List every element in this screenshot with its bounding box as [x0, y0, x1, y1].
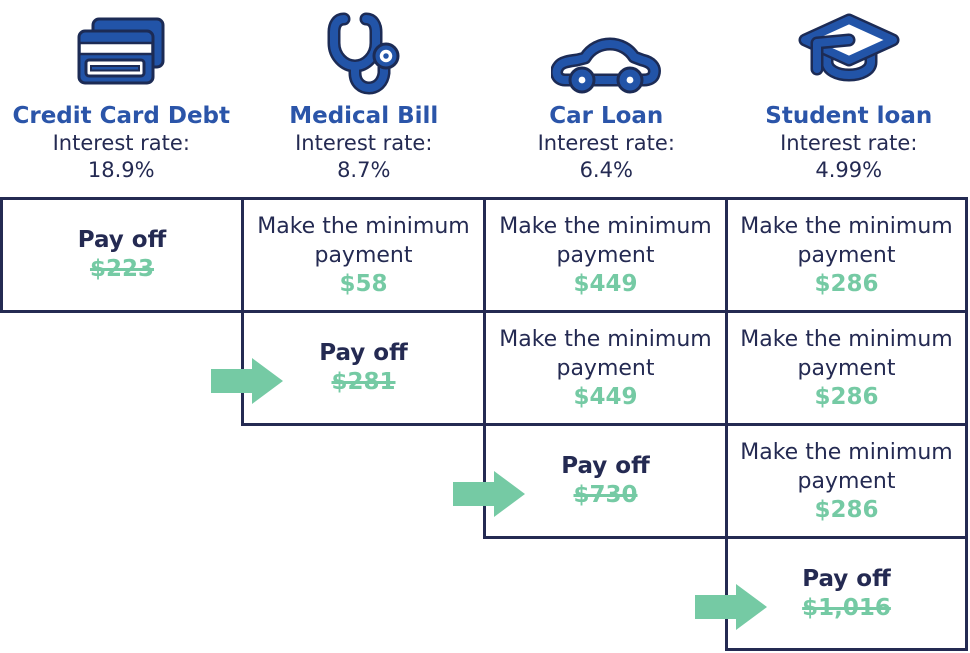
cell-action-label: Make the minimum payment	[740, 326, 953, 381]
cell-amount: $449	[573, 383, 638, 410]
table-cell-r1-c4: Make the minimum payment $286	[728, 200, 965, 310]
car-icon	[551, 0, 662, 98]
cell-amount: $286	[814, 270, 879, 297]
grid-line	[0, 197, 3, 313]
cell-amount: $730	[573, 482, 638, 508]
cell-amount: $449	[573, 270, 638, 297]
debt-column-header-4: Student loan Interest rate: 4.99%	[728, 0, 970, 197]
cell-amount: $281	[331, 369, 396, 395]
cell-amount: $223	[89, 256, 154, 282]
credit-card-icon	[71, 0, 171, 98]
interest-rate-label: Interest rate:	[780, 131, 918, 155]
cell-action-label: Make the minimum payment	[740, 213, 953, 268]
graduation-cap-icon	[797, 0, 901, 98]
grid-line	[483, 197, 486, 539]
cell-action-label: Make the minimum payment	[257, 213, 470, 268]
debt-title: Car Loan	[549, 103, 664, 129]
cell-amount: $286	[814, 496, 879, 523]
table-cell-r1-c2: Make the minimum payment $58	[244, 200, 483, 310]
interest-rate-value: 4.99%	[815, 158, 883, 182]
table-cell-r2-c2: Pay off $281	[244, 313, 483, 423]
interest-rate-value: 6.4%	[579, 158, 633, 182]
cell-amount: $58	[339, 270, 388, 297]
table-cell-r3-c4: Make the minimum payment $286	[728, 426, 965, 536]
grid-line	[241, 197, 244, 426]
stethoscope-icon	[314, 0, 414, 98]
table-cell-r3-c3: Pay off $730	[486, 426, 725, 536]
table-cell-r2-c4: Make the minimum payment $286	[728, 313, 965, 423]
cell-amount: $1,016	[802, 594, 891, 621]
grid-line	[965, 197, 968, 651]
debt-column-header-3: Car Loan Interest rate: 6.4%	[485, 0, 728, 197]
debt-title: Student loan	[765, 103, 933, 129]
cell-action-label: Pay off	[802, 565, 891, 592]
cell-action-label: Make the minimum payment	[740, 439, 953, 494]
grid-line	[241, 423, 968, 426]
payoff-arrow	[695, 584, 767, 630]
interest-rate-value: 18.9%	[87, 158, 155, 182]
interest-rate-label: Interest rate:	[295, 131, 433, 155]
cell-action-label: Pay off	[77, 227, 167, 253]
cell-amount: $286	[814, 383, 879, 410]
cell-action-label: Make the minimum payment	[499, 326, 712, 381]
table-cell-r4-c4: Pay off $1,016	[728, 539, 965, 648]
debt-column-header-1: Credit Card Debt Interest rate: 18.9%	[0, 0, 243, 197]
header-row: Credit Card Debt Interest rate: 18.9% Me…	[0, 0, 970, 197]
interest-rate-label: Interest rate:	[52, 131, 190, 155]
table-cell-r2-c3: Make the minimum payment $449	[486, 313, 725, 423]
debt-column-header-2: Medical Bill Interest rate: 8.7%	[243, 0, 486, 197]
payoff-arrow	[211, 358, 283, 404]
cell-action-label: Make the minimum payment	[499, 213, 712, 268]
payoff-arrow	[453, 471, 525, 517]
cell-action-label: Pay off	[561, 453, 650, 479]
cell-action-label: Pay off	[319, 340, 408, 366]
interest-rate-label: Interest rate:	[537, 131, 675, 155]
debt-title: Medical Bill	[289, 103, 439, 129]
grid-line	[725, 648, 968, 651]
table-cell-r1-c3: Make the minimum payment $449	[486, 200, 725, 310]
table-cell-r1-c1: Pay off $223	[3, 200, 241, 310]
grid-line	[725, 197, 728, 651]
interest-rate-value: 8.7%	[337, 158, 391, 182]
debt-title: Credit Card Debt	[12, 103, 231, 129]
